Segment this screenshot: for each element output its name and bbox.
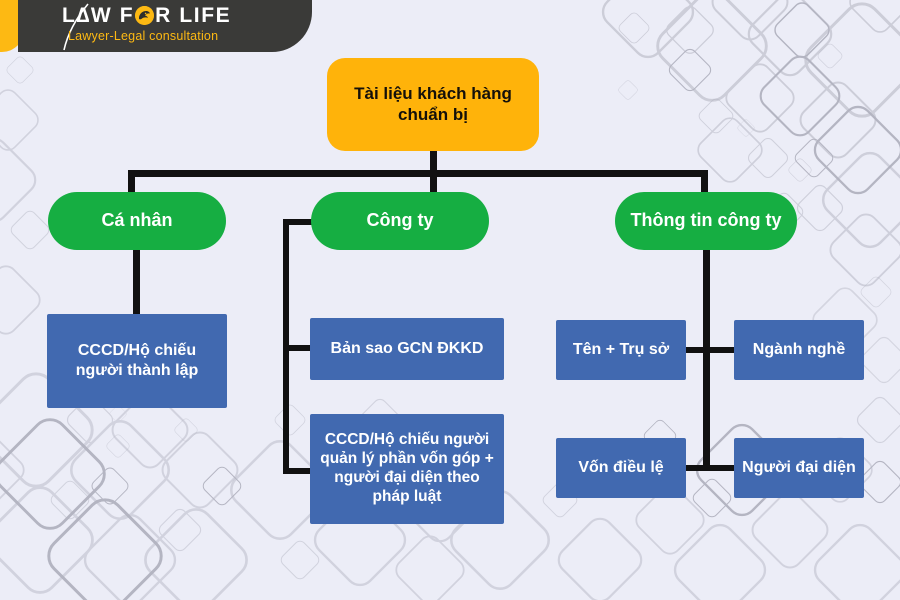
- connector-drop-ca-nhan: [128, 170, 135, 200]
- connector-thongtin-row2: [686, 465, 734, 471]
- logo-word-part3: R LIFE: [155, 4, 232, 27]
- node-leaf-ban-sao-gcn-dkkd[interactable]: Bản sao GCN ĐKKD: [310, 318, 504, 380]
- connector-ca-nhan-to-leaf: [133, 248, 140, 314]
- node-branch-thong-tin-cong-ty[interactable]: Thông tin công ty: [615, 192, 797, 250]
- node-branch-cong-ty[interactable]: Công ty: [311, 192, 489, 250]
- connector-cong-ty-stub-2: [283, 468, 311, 474]
- node-leaf-von-dieu-le[interactable]: Vốn điều lệ: [556, 438, 686, 498]
- logo-wordmark: L∆W F R LIFE: [62, 4, 231, 28]
- connector-cong-ty-stub-1: [283, 345, 311, 351]
- connector-cong-ty-elbow-top: [283, 219, 333, 225]
- logo-tagline: Lawyer-Legal consultation: [68, 29, 219, 43]
- connector-thongtin-spine: [703, 248, 710, 470]
- node-leaf-cccd-nguoi-thanh-lap[interactable]: CCCD/Hộ chiếu người thành lập: [47, 314, 227, 408]
- node-branch-ca-nhan[interactable]: Cá nhân: [48, 192, 226, 250]
- node-root[interactable]: Tài liệu khách hàng chuẩn bị: [327, 58, 539, 151]
- node-leaf-ten-tru-so[interactable]: Tên + Trụ sở: [556, 320, 686, 380]
- node-leaf-cccd-nguoi-quan-ly[interactable]: CCCD/Hộ chiếu người quản lý phần vốn góp…: [310, 414, 504, 524]
- logo-word-part2: ∆W F: [76, 4, 135, 27]
- brand-logo[interactable]: L∆W F R LIFE Lawyer-Legal consultation: [0, 0, 312, 52]
- node-leaf-nganh-nghe[interactable]: Ngành nghề: [734, 320, 864, 380]
- node-leaf-nguoi-dai-dien[interactable]: Người đại diện: [734, 438, 864, 498]
- logo-word-part1: L: [62, 4, 77, 27]
- connector-main-bus: [128, 170, 708, 177]
- logo-lion-head-icon: [135, 6, 155, 25]
- connector-thongtin-row1: [686, 347, 734, 353]
